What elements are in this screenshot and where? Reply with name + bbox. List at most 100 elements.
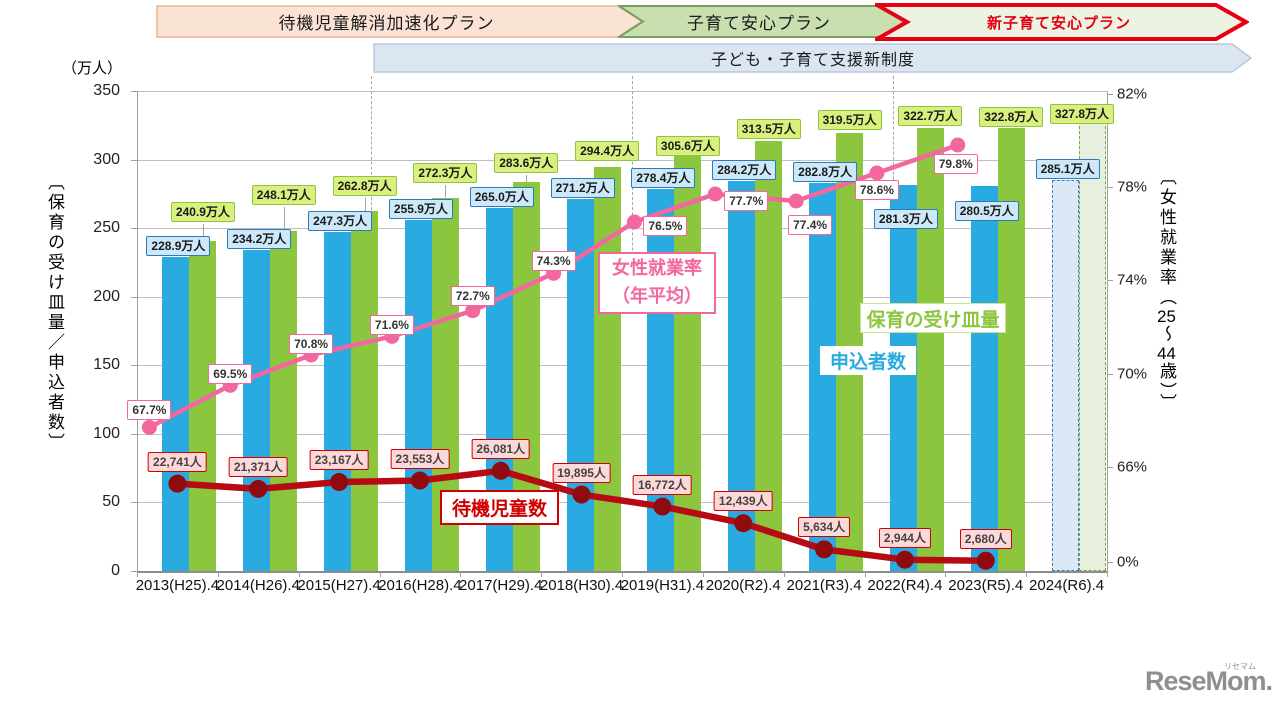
gridline <box>137 365 1107 367</box>
employment-value-label: 77.7% <box>724 191 769 211</box>
employment-rate-marker <box>869 165 885 181</box>
legend-employment-rate: 女性就業率 （年平均） <box>598 252 716 314</box>
left-axis-tick-label: 150 <box>93 356 120 374</box>
x-axis-tick <box>217 571 219 577</box>
right-axis-title-tilde: ～ <box>1157 325 1176 345</box>
right-axis-tick <box>1107 467 1113 468</box>
bar-applicants <box>243 249 271 571</box>
right-axis-title-num1: 25 <box>1157 308 1176 325</box>
capacity-value-label: 262.8万人 <box>332 175 397 196</box>
legend-employment-line2: （年平均） <box>612 286 702 306</box>
left-axis-unit: （万人） <box>62 60 123 77</box>
x-axis-label: 2021(R3).4 <box>786 577 862 594</box>
x-axis-tick <box>460 571 462 577</box>
applicants-value-label: 271.2万人 <box>550 178 615 199</box>
left-axis-title: 〔保育の受け皿量／申込者数〕 <box>45 173 64 453</box>
capacity-value-label: 248.1万人 <box>251 184 316 205</box>
waiting-value-label: 23,167人 <box>309 450 369 470</box>
waiting-value-label: 12,439人 <box>713 491 773 512</box>
employment-value-label: 74.3% <box>531 251 576 272</box>
capacity-value-label: 322.7万人 <box>898 106 963 127</box>
right-axis-tick-label: 70% <box>1117 365 1148 383</box>
x-axis-tick <box>379 571 381 577</box>
gridline <box>137 91 1107 92</box>
capacity-value-label: 322.8万人 <box>979 107 1044 128</box>
employment-value-label: 70.8% <box>289 334 334 354</box>
employment-value-label: 67.7% <box>127 400 172 421</box>
banner-plan3-arrow-shape <box>869 3 1251 41</box>
right-axis-title-post: 歳）〕 <box>1157 362 1176 414</box>
left-axis-tick <box>131 228 137 230</box>
applicants-value-label: 228.9万人 <box>146 236 211 257</box>
waiting-value-label: 23,553人 <box>390 448 450 469</box>
bar-capacity <box>916 128 944 571</box>
waiting-children-marker <box>572 485 591 504</box>
left-axis-tick-label: 50 <box>102 493 120 511</box>
resemom-logo-ruby: リセマム <box>1224 662 1256 671</box>
banner-system-label: 子ども・子育て支援新制度 <box>710 52 915 69</box>
left-axis-line <box>137 91 138 571</box>
x-axis-tick <box>702 571 704 577</box>
applicants-value-label: 285.1万人 <box>1035 159 1100 179</box>
banner-plan3: 新子育て安心プラン <box>869 3 1251 41</box>
waiting-children-marker <box>491 461 510 480</box>
employment-value-label: 72.7% <box>450 285 495 306</box>
applicants-value-label: 280.5万人 <box>954 201 1019 222</box>
x-axis-label: 2016(H28).4 <box>378 577 462 594</box>
applicants-value-label: 255.9万人 <box>388 199 453 220</box>
employment-rate-marker <box>141 419 157 435</box>
x-axis-tick <box>945 571 947 577</box>
capacity-value-label: 319.5万人 <box>817 109 882 130</box>
right-axis-title: 〔女性就業率（25～44歳）〕 <box>1157 168 1176 414</box>
waiting-value-label: 2,944人 <box>878 527 931 548</box>
applicants-value-label: 278.4万人 <box>631 168 696 189</box>
applicants-value-label: 265.0万人 <box>469 186 534 207</box>
capacity-value-label: 313.5万人 <box>736 119 801 140</box>
bar-applicants <box>889 185 917 571</box>
x-axis-tick <box>137 571 138 577</box>
employment-rate-marker <box>626 214 642 230</box>
right-axis-title-pre: 〔女性就業率（ <box>1157 168 1176 308</box>
x-axis-label: 2022(R4).4 <box>867 577 943 594</box>
applicants-value-label: 234.2万人 <box>227 228 292 249</box>
x-axis-label: 2024(R6).4 <box>1029 577 1105 594</box>
x-axis-tick <box>783 571 785 577</box>
employment-value-label: 77.4% <box>788 215 833 235</box>
bar-applicants <box>809 183 837 571</box>
waiting-children-marker <box>815 540 834 559</box>
resemom-logo-text: ReseMom. <box>1144 666 1273 696</box>
banner-plan3-label: 新子育て安心プラン <box>986 14 1131 32</box>
left-axis-tick <box>131 365 137 367</box>
left-axis-tick-label: 0 <box>111 562 120 579</box>
x-axis-tick <box>1107 571 1108 577</box>
x-axis-label: 2013(H25).4 <box>135 577 220 594</box>
capacity-value-label: 283.6万人 <box>494 153 559 174</box>
capacity-value-label: 294.4万人 <box>575 141 640 162</box>
capacity-label-connector <box>445 184 447 198</box>
right-axis-line <box>1107 91 1108 571</box>
bar-capacity <box>270 230 298 571</box>
right-axis-tick-label: 74% <box>1117 271 1148 289</box>
waiting-value-label: 2,680人 <box>959 528 1012 549</box>
bar-capacity <box>1078 121 1106 571</box>
legend-applicants: 申込者数 <box>820 346 916 375</box>
waiting-children-marker <box>734 514 753 533</box>
left-axis-tick <box>131 159 137 161</box>
x-axis-label: 2015(H27).4 <box>297 577 381 594</box>
applicants-value-label: 282.8万人 <box>793 162 858 183</box>
employment-rate-marker <box>950 137 966 153</box>
x-axis-label: 2014(H26).4 <box>216 577 300 594</box>
bar-applicants <box>1051 180 1079 571</box>
banner-plan1-label: 待機児童解消加速化プラン <box>278 14 495 33</box>
banner-system-arrow-shape <box>373 43 1253 73</box>
right-axis-tick-label: 78% <box>1117 178 1148 196</box>
x-axis-label: 2020(R2).4 <box>705 577 781 594</box>
right-axis-tick <box>1107 187 1113 188</box>
bar-capacity <box>351 210 379 571</box>
employment-rate-marker <box>788 193 804 209</box>
waiting-children-marker <box>410 471 429 490</box>
left-axis-tick <box>131 571 137 572</box>
